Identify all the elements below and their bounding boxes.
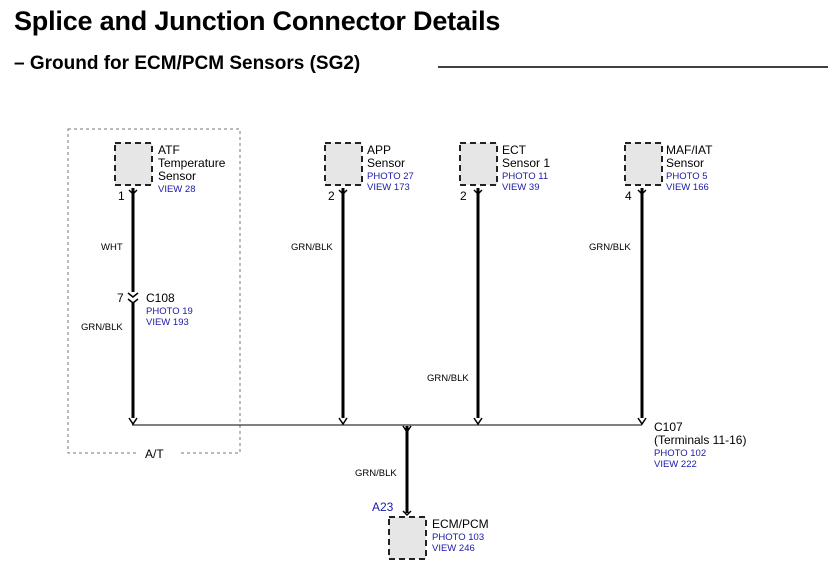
ecm-pcm-name: ECM/PCM bbox=[432, 517, 489, 531]
c107-view-link[interactable]: VIEW 222 bbox=[654, 459, 697, 470]
atf-sensor-name-2: Temperature bbox=[158, 156, 226, 170]
c108-pin: 7 bbox=[117, 291, 124, 305]
page-title: Splice and Junction Connector Details bbox=[14, 6, 501, 36]
maf-pin: 4 bbox=[625, 189, 632, 203]
atf-sensor-name-1: ATF bbox=[158, 143, 180, 157]
maf-pin-mark bbox=[637, 189, 647, 196]
c108-view-link[interactable]: VIEW 193 bbox=[146, 317, 189, 328]
app-pin: 2 bbox=[328, 189, 335, 203]
ect-photo-link[interactable]: PHOTO 11 bbox=[502, 171, 548, 182]
atf-sensor-connector[interactable] bbox=[114, 142, 153, 186]
maf-view-link[interactable]: VIEW 166 bbox=[666, 182, 709, 193]
atf-wire-color: WHT bbox=[101, 242, 123, 253]
atf-sensor-name-3: Sensor bbox=[158, 169, 196, 183]
app-pin-mark bbox=[338, 189, 348, 196]
atf-view-link[interactable]: VIEW 28 bbox=[158, 184, 196, 195]
at-group-label: A/T bbox=[145, 447, 164, 461]
maf-sensor-connector[interactable] bbox=[624, 142, 663, 186]
ect-pin: 2 bbox=[460, 189, 467, 203]
c108-photo-link[interactable]: PHOTO 19 bbox=[146, 306, 193, 317]
app-sensor-name-2: Sensor bbox=[367, 156, 405, 170]
section-subtitle: – Ground for ECM/PCM Sensors (SG2) bbox=[14, 53, 361, 74]
ecm-photo-link[interactable]: PHOTO 103 bbox=[432, 532, 484, 543]
app-wire-color: GRN/BLK bbox=[291, 242, 333, 253]
c108-wire-color: GRN/BLK bbox=[81, 322, 123, 333]
ecm-view-link[interactable]: VIEW 246 bbox=[432, 543, 475, 554]
app-view-link[interactable]: VIEW 173 bbox=[367, 182, 410, 193]
ecm-pcm-connector[interactable] bbox=[388, 516, 427, 560]
atf-pin: 1 bbox=[118, 189, 125, 203]
ect-pin-mark bbox=[473, 189, 483, 196]
ect-sensor-name-1: ECT bbox=[502, 143, 527, 157]
at-label-mask bbox=[136, 444, 178, 462]
app-sensor-name-1: APP bbox=[367, 143, 391, 157]
atf-bus-junction bbox=[128, 417, 138, 426]
c108-connector-mark-top bbox=[127, 292, 139, 298]
app-photo-link[interactable]: PHOTO 27 bbox=[367, 171, 414, 182]
c107-name: C107 bbox=[654, 420, 683, 434]
c108-name: C108 bbox=[146, 291, 175, 305]
ecm-pin: A23 bbox=[372, 500, 394, 514]
maf-sensor-name-1: MAF/IAT bbox=[666, 143, 713, 157]
ect-bus-junction bbox=[473, 417, 483, 426]
maf-bus-junction bbox=[637, 417, 647, 426]
ect-view-link[interactable]: VIEW 39 bbox=[502, 182, 540, 193]
ecm-wire-color: GRN/BLK bbox=[355, 468, 397, 479]
maf-wire-color: GRN/BLK bbox=[589, 242, 631, 253]
app-bus-junction bbox=[338, 417, 348, 426]
c108-connector-mark-bottom bbox=[127, 298, 139, 304]
maf-photo-link[interactable]: PHOTO 5 bbox=[666, 171, 708, 182]
ect-wire-color: GRN/BLK bbox=[427, 373, 469, 384]
ect-sensor-connector[interactable] bbox=[459, 142, 498, 186]
ect-sensor-name-2: Sensor 1 bbox=[502, 156, 550, 170]
c107-photo-link[interactable]: PHOTO 102 bbox=[654, 448, 706, 459]
maf-sensor-name-2: Sensor bbox=[666, 156, 704, 170]
ecm-pin-mark bbox=[402, 510, 412, 517]
atf-pin-mark bbox=[128, 189, 138, 196]
app-sensor-connector[interactable] bbox=[324, 142, 363, 186]
c107-terminals: (Terminals 11-16) bbox=[654, 433, 746, 447]
